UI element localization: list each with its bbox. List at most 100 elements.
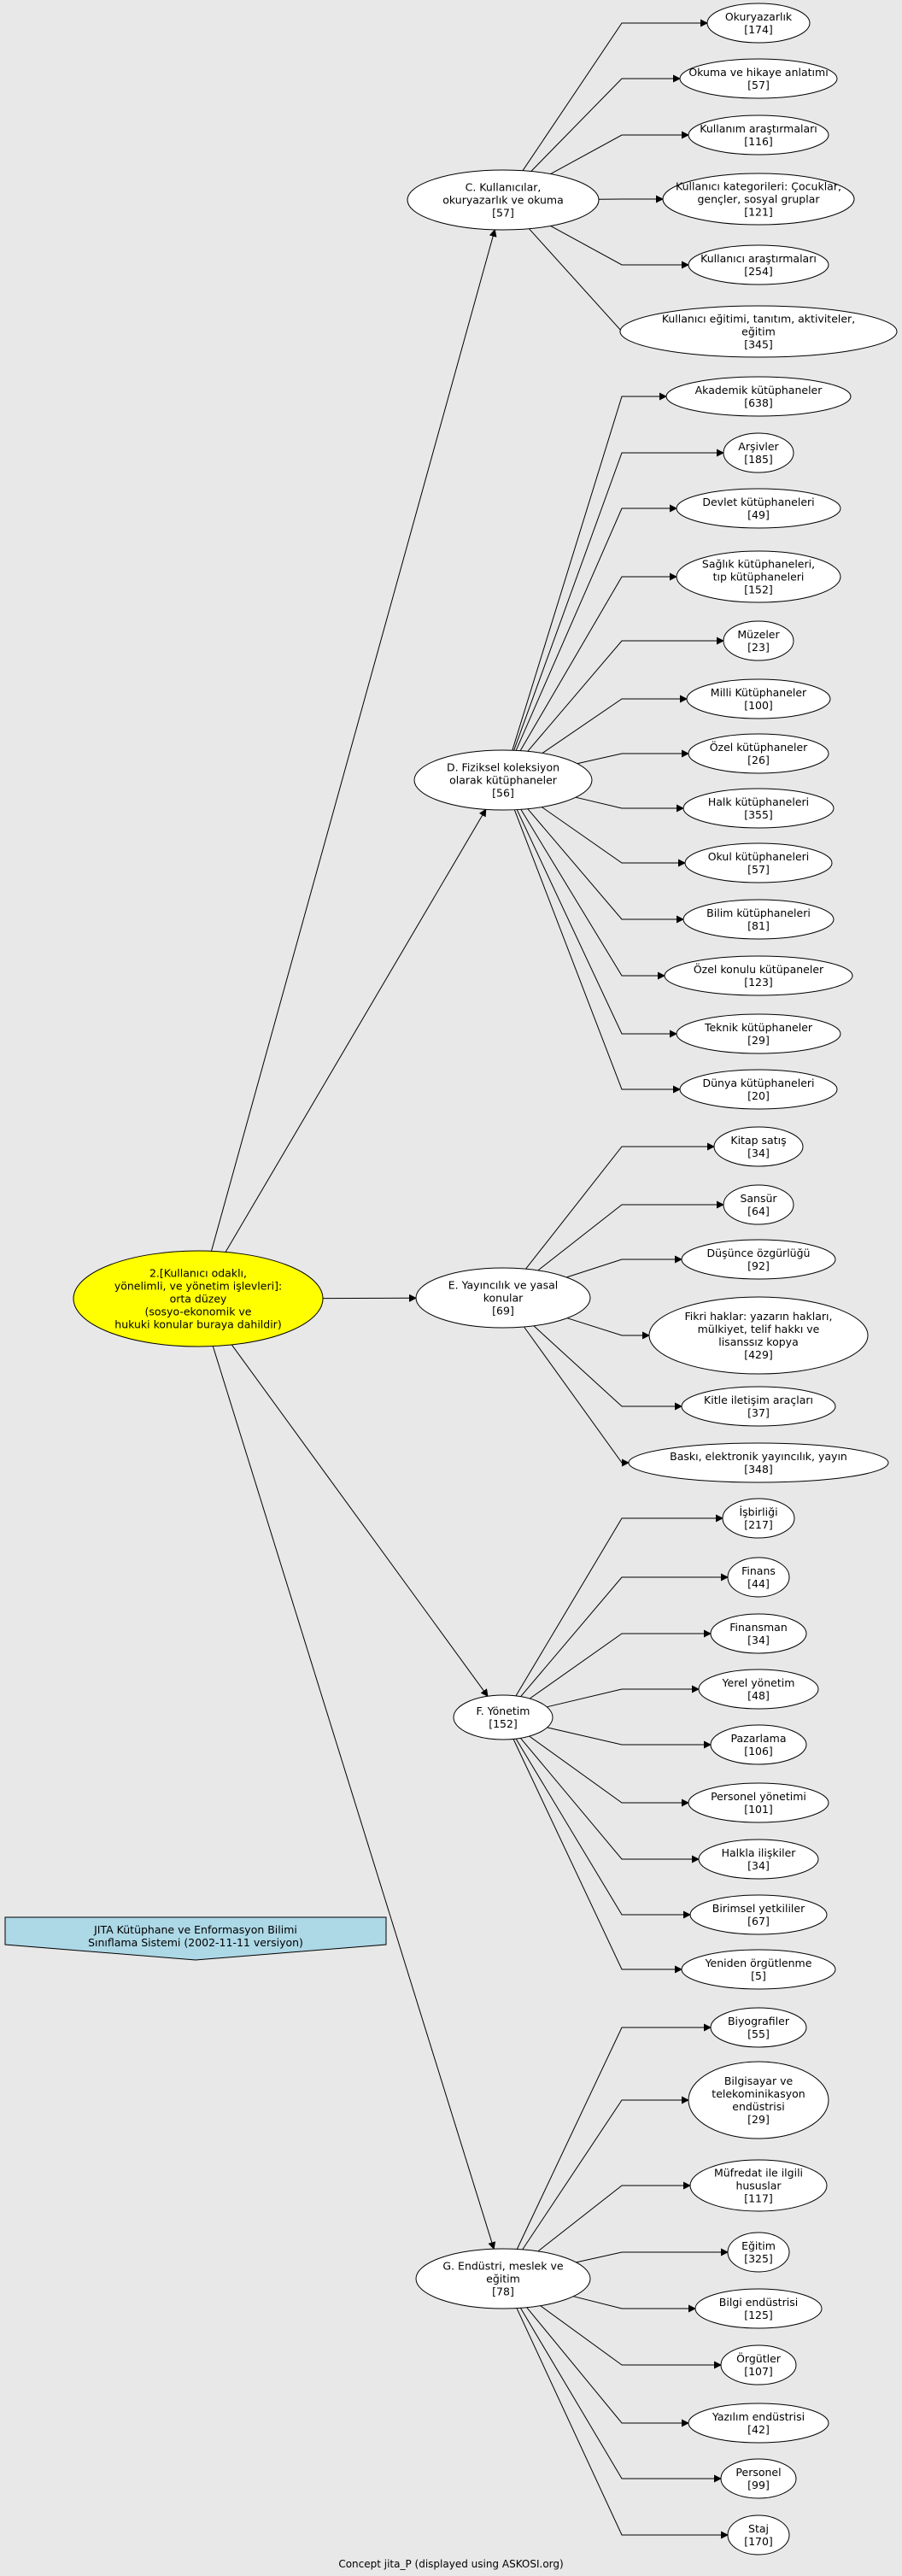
child-f-label: Yeniden örgütlenme [705,1957,812,1969]
child-node-d-0[interactable]: Akademik kütüphaneler[638] [665,376,852,417]
child-node-g-7[interactable]: Personel[99] [720,2458,797,2499]
edge-d-child-3 [519,572,677,751]
child-node-g-5[interactable]: Örgütler[107] [720,2344,797,2385]
child-f-label: Finansman [729,1621,788,1634]
child-g-label: Bilgisayar ve [724,2074,794,2087]
child-node-d-3[interactable]: Sağlık kütüphaneleri,tıp kütüphaneleri[1… [676,550,841,603]
child-node-d-12[interactable]: Dünya kütüphaneleri[20] [679,1069,838,1110]
child-node-f-3[interactable]: Yerel yönetim[48] [698,1669,819,1710]
child-g-label: Personel [735,2466,781,2479]
child-node-f-1[interactable]: Finans[44] [727,1557,790,1598]
footer-caption: Concept jita_P (displayed using ASKOSI.o… [338,2558,563,2570]
child-node-f-6[interactable]: Halkla ilişkiler[34] [698,1839,819,1880]
child-d-shape [682,788,835,829]
child-node-f-7[interactable]: Birimsel yetkililer[67] [689,1894,828,1935]
child-node-g-3[interactable]: Eğitim[325] [727,2232,790,2273]
child-f-shape [681,1949,836,1990]
branch-e-label: [69] [492,1305,514,1317]
child-node-f-5[interactable]: Personel yönetimi[101] [688,1782,829,1823]
child-node-g-6[interactable]: Yazılım endüstrisi[42] [688,2403,829,2444]
child-g-label: [170] [744,2535,773,2548]
edges [211,19,729,2539]
branch-f-label: [152] [489,1717,518,1730]
child-node-d-1[interactable]: Arşivler[185] [723,432,794,473]
child-c-label: eğitim [741,326,776,338]
child-f-label: İşbirliği [739,1505,777,1518]
child-node-e-1[interactable]: Sansür[64] [723,1184,794,1225]
child-node-c-3[interactable]: Kullanıcı kategorileri: Çocuklar,gençler… [662,173,855,226]
edge-d-child-11 [516,809,677,1038]
child-c-label: Kullanım araştırmaları [700,122,817,135]
child-e-label: Sansür [740,1192,777,1205]
branch-g-label: [78] [492,2286,514,2298]
edge-d-child-2 [515,504,677,751]
child-node-g-8[interactable]: Staj[170] [727,2514,790,2555]
child-node-d-9[interactable]: Bilim kütüphaneleri[81] [682,899,835,940]
child-g-label: Müfredat ile ilgili [714,2167,803,2180]
child-e-label: mülkiyet, telif hakkı ve [698,1323,820,1335]
edge-f-child-1 [520,1573,729,1698]
child-g-label: hususlar [735,2180,782,2192]
child-node-c-0[interactable]: Okuryazarlık[174] [706,3,811,44]
child-node-e-0[interactable]: Kitap satış[34] [713,1126,804,1167]
child-c-shape [688,244,829,285]
branch-node-c[interactable]: C. Kullanıcılar,okuryazarlık ve okuma[57… [407,169,600,231]
child-node-d-5[interactable]: Milli Kütüphaneler[100] [686,678,831,719]
child-d-shape [665,376,852,417]
child-e-label: lisanssız kopya [718,1335,799,1348]
child-node-d-6[interactable]: Özel kütüphaneler[26] [688,733,829,774]
child-e-label: [429] [744,1348,773,1361]
child-d-label: [57] [747,863,770,876]
scheme-banner[interactable]: JITA Kütüphane ve Enformasyon BilimiSını… [4,1916,387,1961]
child-node-c-4[interactable]: Kullanıcı araştırmaları[254] [688,244,829,285]
edge-g-child-7 [519,2308,722,2483]
child-node-d-4[interactable]: Müzeler[23] [723,620,794,661]
child-node-f-8[interactable]: Yeniden örgütlenme[5] [681,1949,836,1990]
child-f-label: [48] [747,1689,770,1702]
edge-d-child-5 [542,695,688,754]
child-d-label: [49] [747,508,770,521]
child-node-g-1[interactable]: Bilgisayar vetelekominikasyonendüstrisi[… [688,2061,829,2139]
child-node-c-2[interactable]: Kullanım araştırmaları[116] [688,114,829,155]
child-d-label: Arşivler [738,440,779,453]
child-e-label: [348] [744,1463,773,1476]
child-node-d-7[interactable]: Halk kütüphaneleri[355] [682,788,835,829]
child-node-f-0[interactable]: İşbirliği[217] [722,1498,795,1539]
child-f-shape [688,1782,829,1823]
child-node-f-2[interactable]: Finansman[34] [710,1613,807,1654]
branch-node-f[interactable]: F. Yönetim[152] [453,1694,554,1740]
branch-g-label: G. Endüstri, meslek ve [442,2260,563,2273]
child-node-c-5[interactable]: Kullanıcı eğitimi, tanıtım, aktiviteler,… [619,305,898,358]
child-g-shape [689,2159,828,2212]
child-c-label: [174] [744,23,773,36]
child-node-e-2[interactable]: Düşünce özgürlüğü[92] [681,1239,836,1280]
child-node-d-10[interactable]: Özel konulu kütüpaneler[123] [664,955,853,996]
edge-g-child-6 [526,2307,689,2427]
child-node-e-4[interactable]: Kitle iletişim araçları[37] [681,1386,836,1427]
child-e-label: Fikri haklar: yazarın hakları, [685,1310,833,1323]
child-d-label: [355] [744,808,773,821]
child-f-label: [34] [747,1634,770,1646]
child-f-label: Yerel yönetim [722,1676,795,1689]
child-node-d-11[interactable]: Teknik kütüphaneler[29] [676,1013,841,1054]
child-f-label: Finans [741,1564,776,1577]
child-node-c-1[interactable]: Okuma ve hikaye anlatımı[57] [679,58,838,99]
child-node-g-0[interactable]: Biyografiler[55] [710,2007,807,2048]
child-d-label: Okul kütüphaneleri [708,850,810,863]
child-g-shape [720,2344,797,2385]
child-node-g-4[interactable]: Bilgi endüstrisi[125] [694,2288,823,2329]
child-node-f-4[interactable]: Pazarlama[106] [710,1724,807,1765]
child-node-d-2[interactable]: Devlet kütüphaneleri[49] [676,488,841,529]
edge-e-child-1 [537,1200,724,1271]
child-d-label: [81] [747,919,770,932]
child-f-shape [710,1613,807,1654]
edge-f-child-5 [529,1735,689,1807]
child-node-e-3[interactable]: Fikri haklar: yazarın hakları,mülkiyet, … [648,1296,869,1375]
child-node-d-8[interactable]: Okul kütüphaneleri[57] [684,842,833,883]
child-node-e-5[interactable]: Baskı, elektronik yayıncılık, yayın[348] [628,1442,889,1483]
edge-e-child-4 [533,1325,682,1411]
